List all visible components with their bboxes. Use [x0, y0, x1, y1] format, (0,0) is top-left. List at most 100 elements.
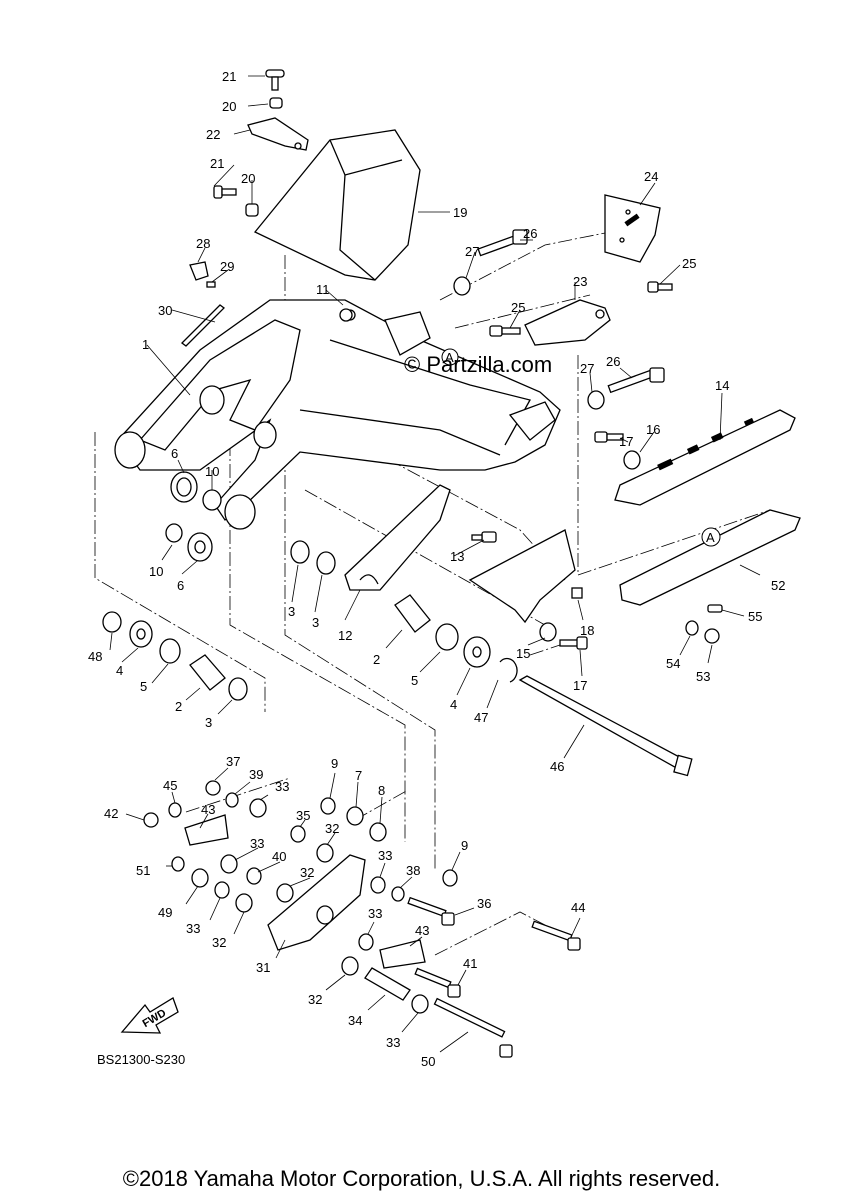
connecting-rod-31[interactable] [267, 854, 366, 951]
callout-24: 24 [644, 169, 658, 184]
seal-10-low[interactable] [165, 523, 183, 543]
guard-18[interactable] [468, 529, 583, 624]
callout-27-mid: 27 [580, 361, 594, 376]
screw-25-left[interactable] [489, 325, 521, 337]
collar-7[interactable] [346, 806, 364, 826]
callout-21-side: 21 [210, 156, 224, 171]
nut-27-top[interactable] [453, 276, 471, 296]
washer-33-e[interactable] [358, 933, 374, 951]
bearing-32-a[interactable] [316, 843, 334, 863]
collar-35[interactable] [290, 825, 306, 843]
callout-25-left: 25 [511, 300, 525, 315]
collar-11[interactable] [339, 308, 353, 322]
callout-26-mid: 26 [606, 354, 620, 369]
nut-42[interactable] [143, 812, 159, 828]
washer-33-b[interactable] [220, 854, 238, 874]
callout-46: 46 [550, 759, 564, 774]
callout-33-e: 33 [368, 906, 382, 921]
washer-45[interactable] [168, 802, 182, 818]
washer-33-f[interactable] [411, 994, 429, 1014]
fwd-arrow-icon: FWD [120, 997, 179, 1034]
callout-5-mid: 5 [411, 673, 418, 688]
bracket-22[interactable] [247, 117, 309, 151]
seal-5-left[interactable] [159, 638, 181, 664]
plate-24[interactable] [604, 194, 661, 263]
callout-19: 19 [453, 205, 467, 220]
protector-12[interactable] [344, 484, 451, 591]
screw-25-right[interactable] [647, 281, 673, 293]
bolt-21-side[interactable] [213, 185, 237, 199]
bearing-32-d[interactable] [341, 956, 359, 976]
callout-44: 44 [571, 900, 585, 915]
bearing-32-b[interactable] [276, 883, 294, 903]
washer-51[interactable] [171, 856, 185, 872]
callout-35: 35 [296, 808, 310, 823]
bracket-23[interactable] [524, 299, 611, 346]
bolt-16[interactable] [623, 450, 641, 470]
nut-27-mid[interactable] [587, 390, 605, 410]
bolt-41[interactable] [414, 967, 461, 998]
bearing-32-c[interactable] [235, 893, 253, 913]
alignment-lines [94, 229, 771, 956]
callout-3-left: 3 [205, 715, 212, 730]
bolt-55[interactable] [707, 604, 723, 613]
bolt-26-mid[interactable] [607, 367, 665, 394]
washer-4-mid[interactable] [463, 636, 491, 668]
hose-holder-30[interactable] [181, 304, 225, 347]
collar-49[interactable] [191, 868, 209, 888]
chain-guide-52[interactable] [619, 509, 801, 606]
washer-33-c[interactable] [214, 881, 230, 899]
chain-guide-14[interactable] [614, 409, 796, 506]
seal-5-mid[interactable] [435, 623, 459, 651]
callout-8: 8 [378, 783, 385, 798]
bearing-3-b[interactable] [316, 551, 336, 575]
collar-39[interactable] [225, 792, 239, 808]
collar-54[interactable] [685, 620, 699, 636]
nipple-28[interactable] [189, 261, 209, 281]
callout-33-d: 33 [378, 848, 392, 863]
bolt-50[interactable] [433, 997, 513, 1058]
collar-15[interactable] [539, 622, 557, 642]
figure-code: BS21300-S230 [97, 1052, 186, 1067]
collar-2-mid[interactable] [394, 594, 431, 633]
bolt-17-low[interactable] [559, 636, 588, 650]
bolt-21-top[interactable] [265, 69, 285, 91]
plate-43-left[interactable] [184, 814, 229, 846]
bearing-9-low[interactable] [442, 869, 458, 887]
bushing-6-top[interactable] [170, 471, 198, 503]
collar-20-top[interactable] [269, 97, 283, 109]
callout-42: 42 [104, 806, 118, 821]
collar-34[interactable] [364, 967, 411, 1001]
bearing-8[interactable] [369, 822, 387, 842]
seal-10-top[interactable] [202, 489, 222, 511]
bolt-26-top[interactable] [477, 229, 528, 257]
collar-20-side[interactable] [245, 203, 259, 217]
washer-33-d[interactable] [370, 876, 386, 894]
nut-48[interactable] [102, 611, 122, 633]
bearing-3-left[interactable] [228, 677, 248, 701]
plate-43-right[interactable] [379, 939, 426, 969]
collar-2-left[interactable] [189, 654, 226, 691]
callout-50: 50 [421, 1054, 435, 1069]
callout-43-right: 43 [415, 923, 429, 938]
callout-45: 45 [163, 778, 177, 793]
collar-38[interactable] [391, 886, 405, 902]
collar-40[interactable] [246, 867, 262, 885]
callout-47: 47 [474, 710, 488, 725]
circlip-47[interactable] [499, 657, 518, 683]
cap-29[interactable] [206, 281, 216, 288]
bushing-6-low[interactable] [187, 532, 213, 562]
bearing-3-a[interactable] [290, 540, 310, 564]
callout-40: 40 [272, 849, 286, 864]
bolt-13[interactable] [471, 531, 497, 543]
pivot-shaft-46[interactable] [518, 675, 693, 777]
washer-4-left[interactable] [129, 620, 153, 648]
nut-37[interactable] [205, 780, 221, 796]
washer-33-a[interactable] [249, 798, 267, 818]
bolt-17-top[interactable] [594, 431, 624, 443]
bolt-53[interactable] [704, 628, 720, 644]
bolt-36[interactable] [407, 896, 455, 926]
bolt-44[interactable] [531, 920, 581, 951]
chain-cover-19[interactable] [253, 129, 421, 281]
bearing-9-top[interactable] [320, 797, 336, 815]
